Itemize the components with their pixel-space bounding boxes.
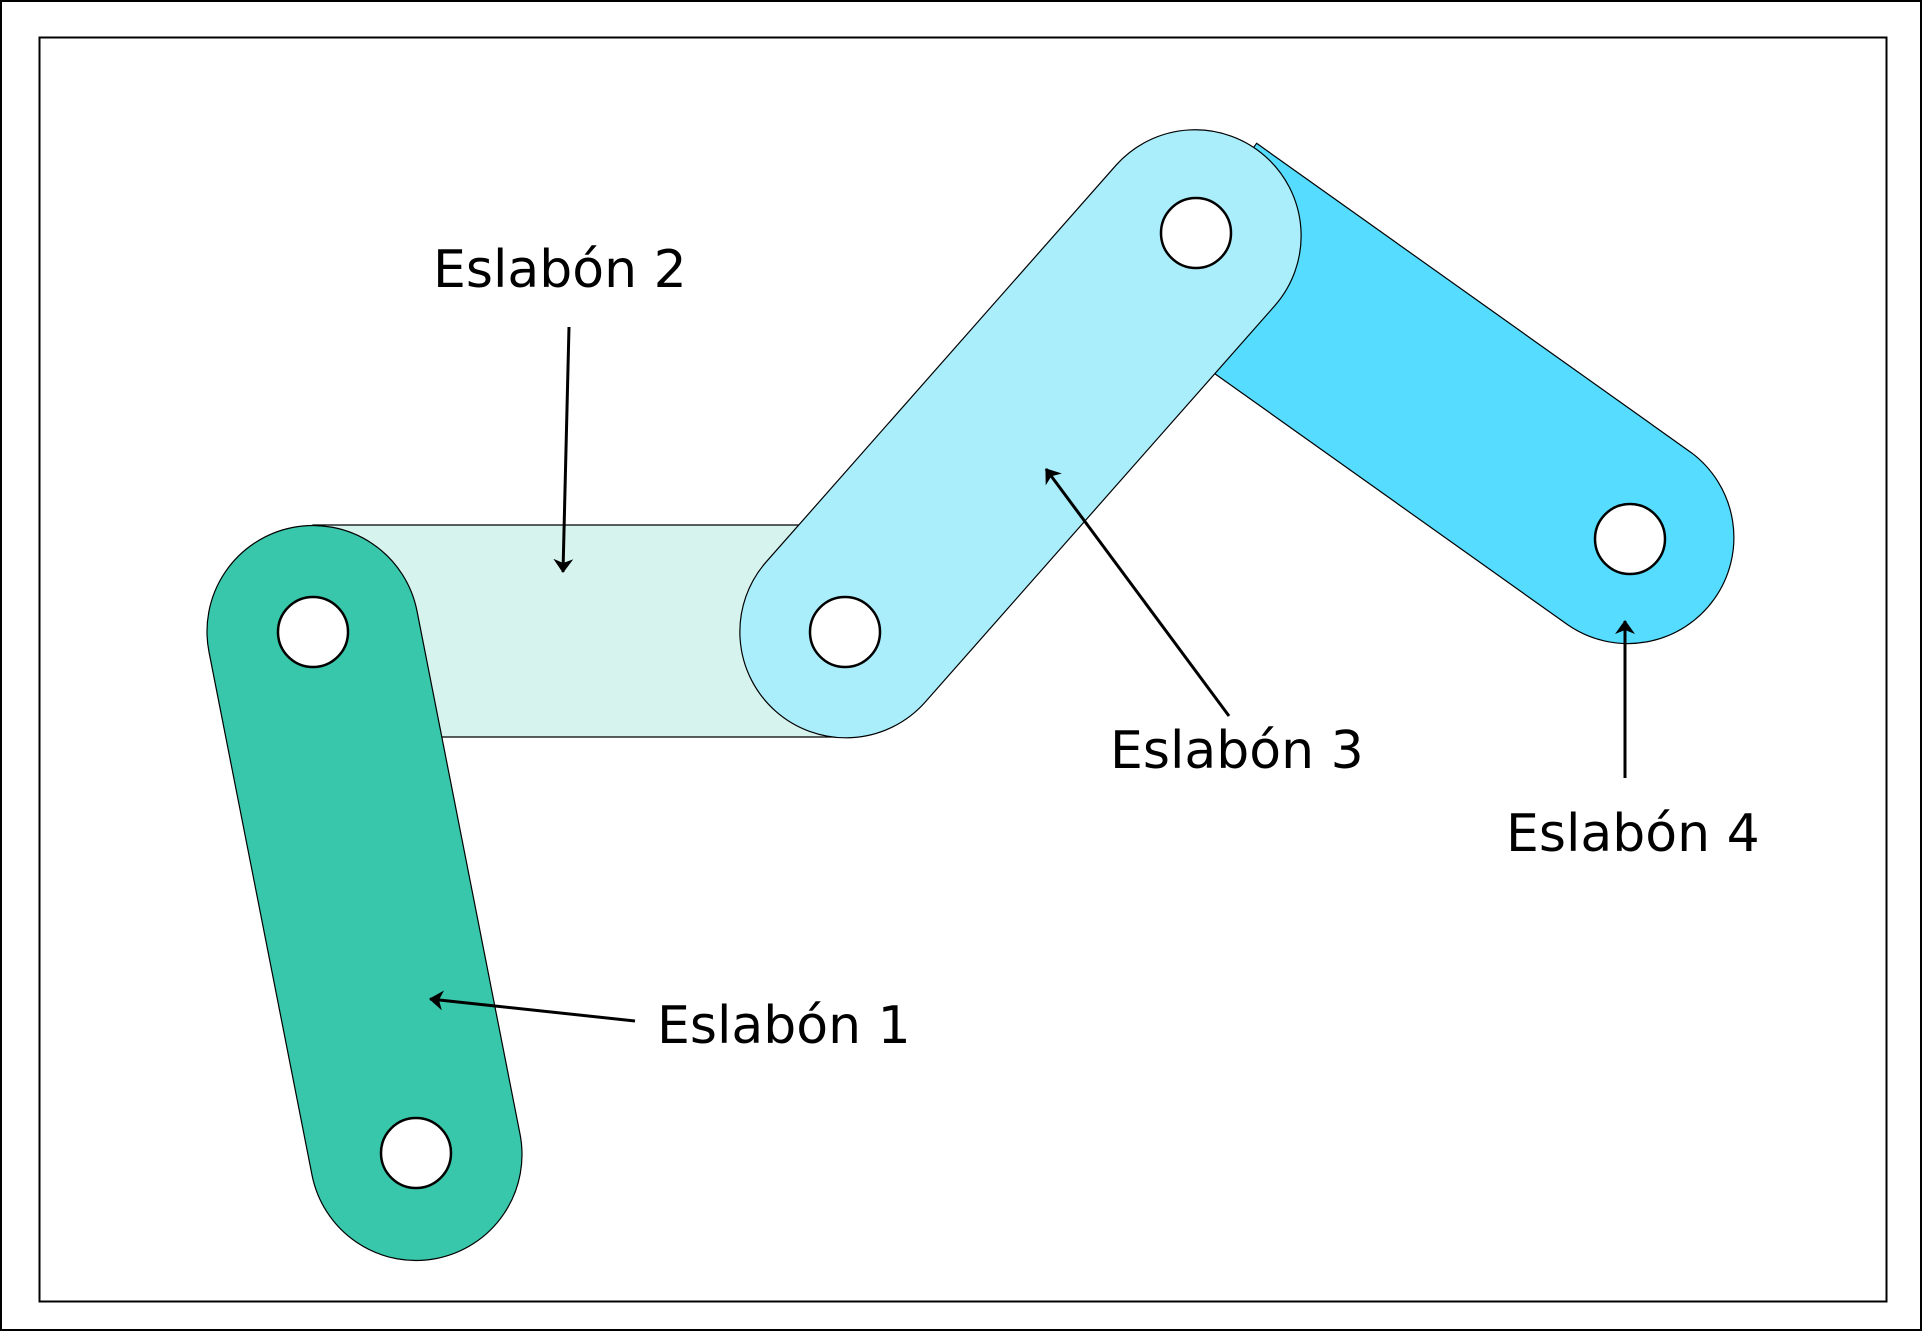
arrow-link1 <box>429 990 636 1023</box>
joint-d <box>1593 502 1667 576</box>
label-link3: Eslabón 3 <box>1110 721 1364 781</box>
link-3 <box>739 129 1302 739</box>
joint-b <box>808 595 882 669</box>
arrow-link2 <box>553 326 574 573</box>
joint-ground <box>379 1116 453 1190</box>
link-1 <box>206 524 523 1262</box>
inner-frame <box>38 36 1888 1303</box>
arrow-link3 <box>1044 468 1231 717</box>
label-link2: Eslabón 2 <box>433 240 687 300</box>
joint-c <box>1159 196 1233 270</box>
joint-a <box>276 595 350 669</box>
label-link1: Eslabón 1 <box>657 996 911 1056</box>
label-link4: Eslabón 4 <box>1506 804 1760 864</box>
